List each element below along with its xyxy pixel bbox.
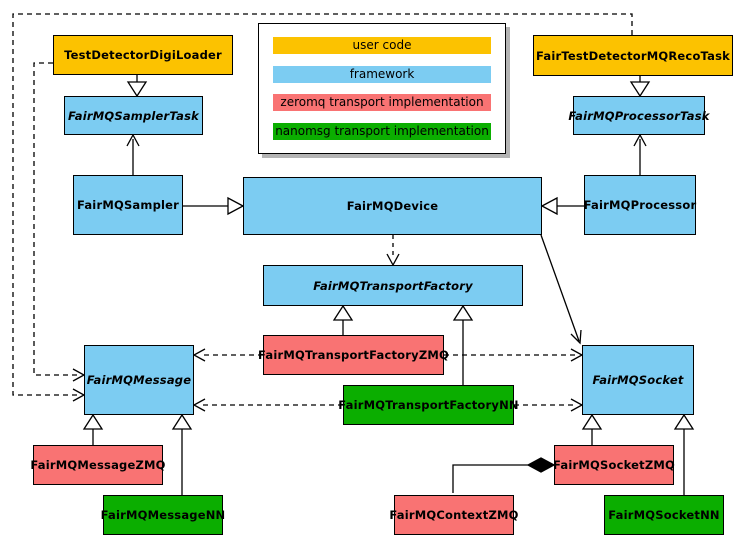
edge-factorynn-to-socket (514, 398, 584, 412)
edge-device-to-socket (540, 234, 582, 345)
edge-factoryzmq-to-socket (444, 348, 584, 362)
class-box-testdetectordigiloader: TestDetectorDigiLoader (53, 35, 233, 75)
class-box-fairmqsocket: FairMQSocket (582, 345, 694, 415)
edge-processor-device-inherit (540, 196, 584, 216)
class-box-fairmqtransportfactoryzmq: FairMQTransportFactoryZMQ (258, 335, 449, 375)
edge-digiloader-samplertask-inherit (126, 75, 148, 98)
class-box-fairmqtransportfactory: FairMQTransportFactory (263, 265, 523, 306)
class-box-fairmqdevice: FairMQDevice (243, 177, 542, 235)
class-box-fairmqtransportfactorynn: FairMQTransportFactoryNN (338, 385, 519, 425)
class-box-fairmqsampler: FairMQSampler (73, 175, 183, 235)
edge-socketzmq-contextzmq-composition (452, 457, 556, 493)
legend-swatch-zeromq: zeromq transport implementation (273, 94, 491, 112)
edge-factorynn-factory-inherit (452, 304, 474, 385)
edge-factorynn-to-message (192, 398, 343, 412)
edge-processor-to-processortask (633, 133, 647, 175)
class-box-fairmqcontextzmq: FairMQContextZMQ (389, 495, 518, 535)
edge-sampler-device-inherit (183, 196, 245, 216)
legend: user code framework zeromq transport imp… (258, 23, 506, 154)
legend-swatch-nanomsg: nanomsg transport implementation (273, 122, 491, 140)
legend-swatch-user-code: user code (273, 37, 491, 55)
class-box-fairmqprocessor: FairMQProcessor (584, 175, 696, 235)
edge-factoryzmq-factory-inherit (332, 304, 354, 335)
edge-device-to-transportfactory (386, 235, 400, 267)
edge-messagezmq-message-inherit (82, 413, 104, 445)
class-box-fairmqmessage: FairMQMessage (84, 345, 194, 415)
class-box-fairmqmessagenn: FairMQMessageNN (101, 495, 225, 535)
class-box-fairmqsocketnn: FairMQSocketNN (604, 495, 724, 535)
edge-socketnn-socket-inherit (673, 413, 695, 495)
class-box-fairmqsamplertask: FairMQSamplerTask (64, 96, 203, 135)
class-box-fairmqprocessortask: FairMQProcessorTask (568, 96, 709, 135)
class-box-fairmqsocketzmq: FairMQSocketZMQ (553, 445, 675, 485)
class-box-fairtestdetectormqrecotask: FairTestDetectorMQRecoTask (533, 35, 733, 76)
edge-sampler-to-samplertask (126, 133, 140, 175)
edge-factoryzmq-to-message (192, 348, 263, 362)
edge-socketzmq-socket-inherit (581, 413, 603, 445)
legend-swatch-framework: framework (273, 65, 491, 83)
class-box-fairmqmessagezmq: FairMQMessageZMQ (30, 445, 165, 485)
edge-messagenn-message-inherit (171, 413, 193, 495)
edge-recotask-processortask-inherit (629, 76, 651, 98)
